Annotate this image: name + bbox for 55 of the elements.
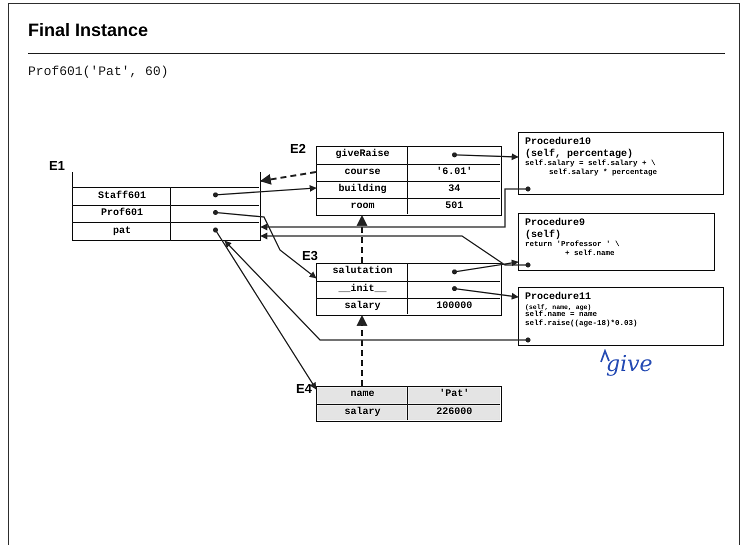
variable-name: course <box>343 166 382 180</box>
binding-row <box>317 164 500 181</box>
variable-name: name <box>349 388 376 402</box>
variable-name: Prof601 <box>100 206 144 222</box>
frame-label: E3 <box>302 248 318 263</box>
pointer-arrow <box>452 260 519 274</box>
binding-row <box>73 187 260 205</box>
parent-pointer-arrow <box>356 214 368 263</box>
binding-row <box>317 404 500 420</box>
procedure-name: Procedure9 <box>525 218 586 230</box>
handwritten-note: give <box>606 352 653 377</box>
frame-label: E1 <box>49 158 65 173</box>
variable-name: salary <box>343 406 382 420</box>
frame-label: E2 <box>290 141 306 156</box>
variable-name: __init__ <box>337 282 388 298</box>
procedure-box <box>518 287 724 346</box>
procedure-box <box>518 132 724 195</box>
variable-value: 226000 <box>435 406 474 420</box>
pointer-arrow <box>452 286 519 300</box>
procedure-name: Procedure10 <box>525 137 592 148</box>
variable-name: room <box>349 200 376 214</box>
variable-value: 100000 <box>435 300 474 314</box>
parent-pointer-arrow <box>260 171 316 185</box>
variable-value: 'Pat' <box>438 388 470 402</box>
pointer-arrow <box>260 186 530 230</box>
variable-value: 34 <box>447 183 462 198</box>
binding-row <box>317 387 500 404</box>
binding-row <box>317 180 500 198</box>
variable-name: salary <box>343 300 382 314</box>
pointer-arrow <box>213 184 317 198</box>
parent-pointer-arrow <box>356 314 368 386</box>
procedure-box <box>518 213 715 271</box>
pointer-arrow <box>213 228 317 390</box>
procedure-parameters: (self, percentage) <box>525 148 634 160</box>
binding-row <box>73 222 260 240</box>
pointer-arrow <box>260 232 530 268</box>
variable-name: building <box>337 182 388 198</box>
binding-row <box>317 298 500 314</box>
frame-label: E4 <box>296 381 312 396</box>
variable-name: giveRaise <box>334 148 390 162</box>
slide-title: Final Instance <box>28 20 148 41</box>
variable-value: 501 <box>444 200 464 214</box>
variable-value: '6.01' <box>435 166 474 180</box>
procedure-parameters: (self) <box>525 230 562 240</box>
variable-name: salutation <box>331 264 394 280</box>
variable-name: pat <box>112 224 132 239</box>
code-call: Prof601('Pat', 60) <box>28 64 168 79</box>
pointer-arrow <box>224 240 530 342</box>
binding-row <box>317 198 500 214</box>
variable-name: Staff601 <box>96 190 147 204</box>
pointer-arrow <box>213 210 317 279</box>
binding-row <box>317 280 500 298</box>
binding-row <box>73 204 260 222</box>
procedure-name: Procedure11 <box>525 292 592 304</box>
pointer-arrow <box>452 152 519 160</box>
